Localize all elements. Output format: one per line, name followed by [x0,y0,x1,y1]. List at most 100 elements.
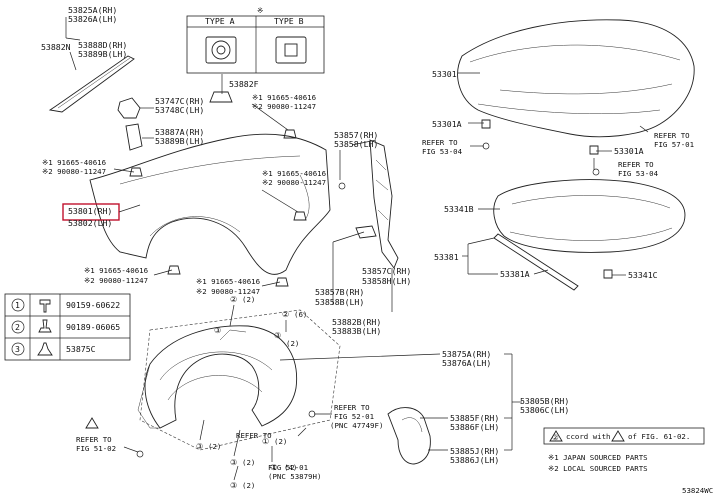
label-53301a-left: 53301A [432,119,462,129]
fender-liner-group: ③ ② (2) ② (6) ③ (2) ③ (2) ① (2) ③ (2) ① … [76,294,569,490]
front-fender-group: ※1 91665-40616 ※2 90080-11247 53801(RH) … [42,133,331,296]
label-91665-b: ※1 91665-40616 [42,158,106,167]
label-53802: 53802(LH) [68,218,112,228]
callout-1a: ① [262,436,269,446]
bolt-icon [129,167,143,177]
top-left-parts-group: 53825A(RH) 53826A(LH) 53882N 53888D(RH) … [41,5,316,151]
type-a-label: TYPE A [205,16,235,26]
refer-liner-2a: REFER TO [236,431,272,440]
label-53882n: 53882N [41,42,71,52]
callout-3e: ③ [230,480,237,490]
legend-part-2: 90189-06065 [66,322,120,332]
screw-clip-icon [39,299,51,313]
fender-bracket-part [369,139,399,269]
label-90080-a: ※2 90080-11247 [252,102,316,111]
refer-hood-left-2: FIG 53-04 [422,147,463,156]
label-53381a: 53381A [500,269,530,279]
label-90080-e: ※2 90080-11247 [196,287,260,296]
type-b-label: TYPE B [274,16,304,26]
label-53341b: 53341B [444,204,474,214]
label-53806c: 53806C(LH) [520,405,569,415]
label-53826a: 53826A(LH) [68,14,117,24]
label-53876a: 53876A(LH) [442,358,491,368]
fender-seal-part [125,123,143,151]
callout-1b: ① [270,462,277,472]
weatherstrip-seal [48,55,135,113]
bolt-icon [275,277,289,287]
caution-num: ② [552,433,559,442]
label-90080-d: ※2 90080-11247 [84,276,148,285]
label-53857c: 53857C(RH) [362,266,411,276]
fender-clip-part [209,91,233,103]
label-53858b: 53858B(LH) [315,297,364,307]
hood-panel [457,19,695,138]
bolt-icon [167,265,181,275]
refer-liner-1c: (PNC 47749F) [330,421,383,430]
callout-3a: ③ [214,325,221,335]
label-53341c: 53341C [628,270,658,280]
type-box-symbol: ※ [257,6,263,15]
footer-code: 53824WC [682,486,713,495]
hood-cushion-icon [589,145,599,155]
callout-2b: ② [282,309,289,319]
caution-text-b: of FIG. 61-02. [628,432,690,441]
hood-cushion-icon [481,119,491,129]
label-53887a: 53887A(RH) [155,127,204,137]
label-53888d: 53888D(RH) [78,40,127,50]
caution-triangle-icon [85,417,99,429]
label-53882b: 53882B(RH) [332,317,381,327]
callout-3c: ③ [196,441,203,451]
label-53858h: 53858H(LH) [362,276,411,286]
label-53889b: 53889B(LH) [155,136,204,146]
label-53875a: 53875A(RH) [442,349,491,359]
qty-2e: (2) [242,458,255,467]
callout-2a: ② [230,294,237,304]
caution-triangle-icon [611,430,625,442]
qty-2b: (2) [286,339,299,348]
lower-bracket-part [355,225,377,239]
legend-num-3: 3 [15,344,20,354]
refer-hood-left-1: REFER TO [422,138,458,147]
label-53801: 53801(RH) [68,206,112,216]
fender-liner [144,325,298,429]
refer-liner-3b: FIG 51-02 [76,444,116,453]
mudguard-part [387,407,431,465]
label-53857: 53857(RH) [334,130,378,140]
refer-hood-right-top-1: REFER TO [654,131,690,140]
qty-6: (6) [294,310,307,319]
push-clip-icon [38,319,52,333]
legend-part-1: 90159-60622 [66,300,120,310]
note-local: ※2 LOCAL SOURCED PARTS [548,464,648,473]
refer-liner-3a: REFER TO [76,435,112,444]
bolt-icon [293,211,307,221]
label-90080-b: ※2 90080-11247 [42,167,106,176]
qty-2c: (2) [208,442,221,451]
refer-hood-right-top-2: FIG 57-01 [654,140,694,149]
caution-triangle-icon [549,430,563,442]
qty-2d: (2) [274,437,287,446]
label-53886j: 53886J(LH) [450,455,499,465]
refer-liner-1a: REFER TO [334,403,370,412]
label-53857b: 53857B(RH) [315,287,364,297]
label-53301: 53301 [432,69,457,79]
clip-icon [603,269,613,279]
hood-group: 53301 53301A REFER TO FIG 53-04 REFER TO… [422,19,695,291]
fastener-type-box: ※ TYPE A TYPE B [186,6,325,74]
fender-bracket-group: 53857(RH) 53858(LH) 53857C(RH) 53858H(LH… [315,130,411,336]
legend-part-3: 53875C [66,344,96,354]
label-53889b-top: 53889B(LH) [78,49,127,59]
label-53301a-right: 53301A [614,146,644,156]
callout-3b: ③ [274,330,281,340]
refer-liner-2c: (PNC 53879H) [268,472,321,481]
label-53883b: 53883B(LH) [332,326,381,336]
clip-legend-table: 1 90159-60622 2 90189-06065 3 53875C [4,293,131,361]
qty-2a: (2) [242,295,255,304]
label-53805b: 53805B(RH) [520,396,569,406]
label-53885f: 53885F(RH) [450,413,499,423]
refer-liner-1b: FIG 52-01 [334,412,374,421]
side-clip-part [117,97,141,119]
note-japan: ※1 JAPAN SOURCED PARTS [548,453,648,462]
callout-3d: ③ [230,457,237,467]
label-53748c: 53748C(LH) [155,105,204,115]
